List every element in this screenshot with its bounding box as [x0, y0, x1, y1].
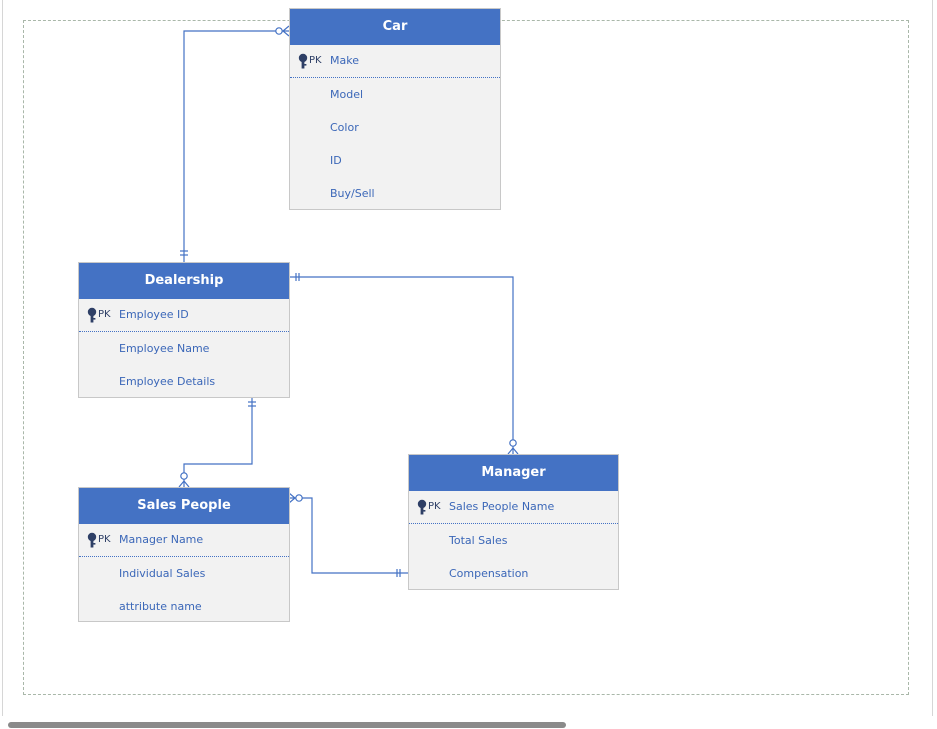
- pk-marker: PK: [428, 501, 441, 512]
- pk-attribute: Employee ID: [119, 308, 189, 321]
- pk-marker: PK: [309, 55, 322, 66]
- canvas-left-edge: [2, 0, 3, 716]
- attribute-row[interactable]: ID: [290, 144, 500, 177]
- scrollbar-thumb[interactable]: [8, 722, 566, 728]
- entity-title: Car: [290, 9, 500, 45]
- attribute-row[interactable]: attribute name: [79, 590, 289, 623]
- zero-circle: [275, 27, 283, 35]
- crowfoot: [178, 480, 190, 488]
- attribute-row-pk[interactable]: PK Manager Name: [79, 524, 289, 557]
- attribute-label: Color: [330, 121, 359, 134]
- attribute-row[interactable]: Compensation: [409, 557, 618, 590]
- attribute-label: Compensation: [449, 567, 529, 580]
- key-icon: [87, 532, 97, 548]
- connector-dealership-car[interactable]: [180, 25, 290, 262]
- attribute-label: Total Sales: [449, 534, 508, 547]
- attribute-label: ID: [330, 154, 342, 167]
- connector-manager-salespeople[interactable]: [288, 492, 408, 577]
- connector-dealership-salespeople[interactable]: [178, 397, 256, 488]
- attribute-row[interactable]: Employee Name: [79, 332, 289, 365]
- entity-title: Manager: [409, 455, 618, 491]
- attribute-row-pk[interactable]: PK Sales People Name: [409, 491, 618, 524]
- attribute-row[interactable]: Total Sales: [409, 524, 618, 557]
- zero-circle: [295, 494, 303, 502]
- key-icon: [298, 53, 308, 69]
- connector-dealership-manager[interactable]: [289, 273, 519, 455]
- entity-car[interactable]: Car PK Make Model Color ID Buy/Sell: [289, 8, 501, 210]
- attribute-label: Employee Name: [119, 342, 210, 355]
- attribute-label: Model: [330, 88, 364, 101]
- attribute-label: Buy/Sell: [330, 187, 375, 200]
- entity-dealership[interactable]: Dealership PK Employee ID Employee Name …: [78, 262, 290, 398]
- pk-attribute: Manager Name: [119, 533, 204, 546]
- zero-circle: [180, 472, 188, 480]
- crowfoot: [507, 447, 519, 455]
- pk-marker: PK: [98, 309, 111, 320]
- attribute-label: attribute name: [119, 600, 202, 613]
- attribute-row[interactable]: Color: [290, 111, 500, 144]
- attribute-row[interactable]: Employee Details: [79, 365, 289, 398]
- zero-circle: [509, 439, 517, 447]
- attribute-row-pk[interactable]: PK Make: [290, 45, 500, 78]
- attribute-row[interactable]: Model: [290, 78, 500, 111]
- attribute-row-pk[interactable]: PK Employee ID: [79, 299, 289, 332]
- key-icon: [417, 499, 427, 515]
- attribute-label: Individual Sales: [119, 567, 206, 580]
- key-icon: [87, 307, 97, 323]
- attribute-row[interactable]: Individual Sales: [79, 557, 289, 590]
- entity-title: Sales People: [79, 488, 289, 524]
- pk-attribute: Sales People Name: [449, 500, 555, 513]
- canvas-right-edge: [932, 0, 933, 716]
- entity-manager[interactable]: Manager PK Sales People Name Total Sales…: [408, 454, 619, 590]
- crowfoot: [288, 492, 296, 504]
- entity-sales-people[interactable]: Sales People PK Manager Name Individual …: [78, 487, 290, 622]
- entity-title: Dealership: [79, 263, 289, 299]
- pk-attribute: Make: [330, 54, 359, 67]
- attribute-row[interactable]: Buy/Sell: [290, 177, 500, 210]
- attribute-label: Employee Details: [119, 375, 216, 388]
- crowfoot: [282, 25, 290, 37]
- pk-marker: PK: [98, 534, 111, 545]
